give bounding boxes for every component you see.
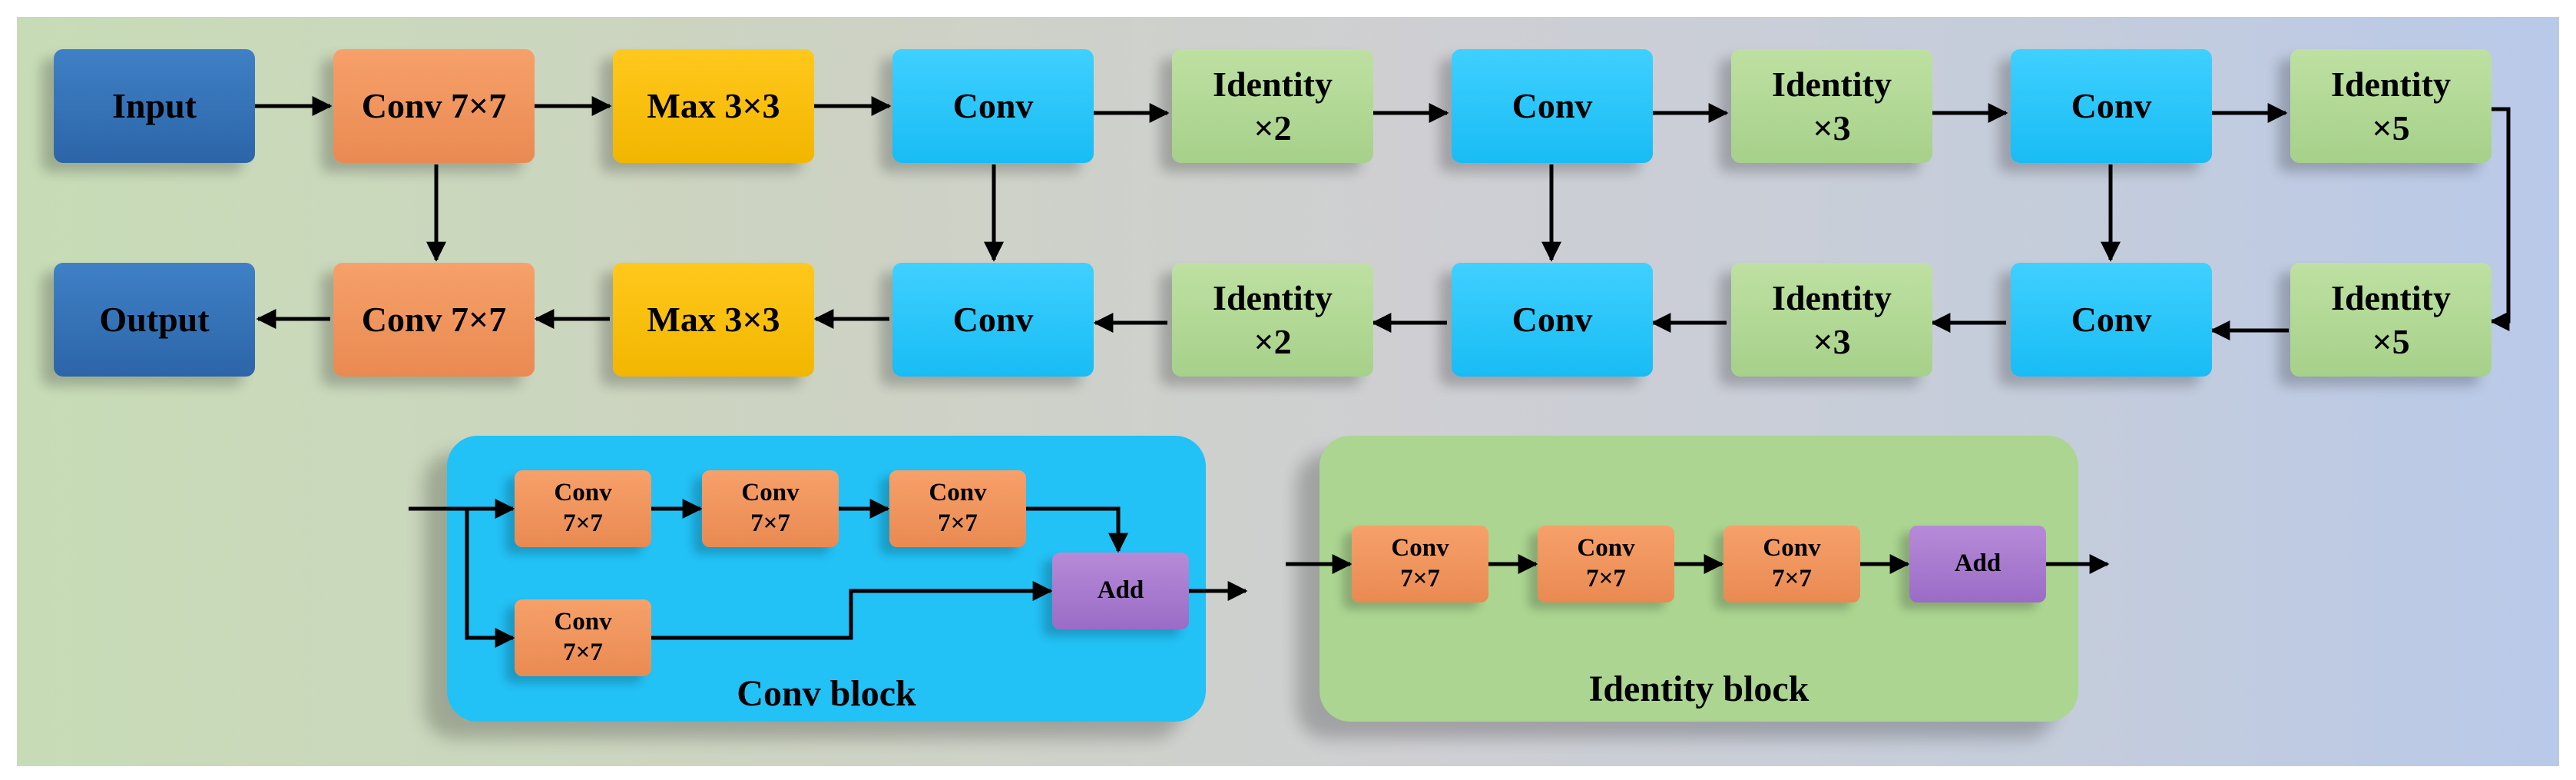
identity-block-conv-1-line2: 7×7 [1400, 565, 1440, 592]
conv-block-conv-shortcut-line2: 7×7 [563, 639, 603, 666]
conv7x7-top-node: Conv 7×7 [333, 49, 535, 163]
identity-top-node-1: Identity ×2 [1172, 49, 1373, 163]
cb-arrow-3-add [1026, 506, 1128, 553]
conv7x7-bottom-node: Conv 7×7 [333, 263, 535, 377]
conv-block-conv-shortcut: Conv 7×7 [515, 599, 651, 676]
conv-block-conv-shortcut-line1: Conv [554, 608, 612, 636]
output-node: Output [54, 263, 255, 377]
cb-shortcut-down [465, 509, 515, 648]
conv-top-label-2: Conv [1511, 86, 1593, 126]
identity-top-line2-2: ×3 [1813, 108, 1851, 148]
identity-block-conv-1: Conv 7×7 [1352, 526, 1488, 602]
identity-block-conv-3-line2: 7×7 [1772, 565, 1812, 592]
identity-block-conv-1-line1: Conv [1391, 534, 1449, 563]
identity-bottom-line1-1: Identity [1213, 277, 1333, 317]
identity-block-add: Add [1909, 526, 2046, 602]
identity-bottom-node-1: Identity ×2 [1172, 263, 1373, 377]
maxpool-top-label: Max 3×3 [647, 86, 780, 126]
maxpool-bottom-node: Max 3×3 [613, 263, 814, 377]
identity-block-conv-3: Conv 7×7 [1723, 526, 1860, 602]
identity-top-line1-3: Identity [2331, 64, 2451, 104]
maxpool-bottom-label: Max 3×3 [647, 300, 780, 340]
conv-top-node-2: Conv [1452, 49, 1653, 163]
conv-block-title: Conv block [737, 673, 916, 714]
identity-block-conv-2: Conv 7×7 [1538, 526, 1674, 602]
conv-block-conv-3: Conv 7×7 [889, 470, 1026, 547]
identity-block-conv-3-line1: Conv [1763, 534, 1821, 563]
conv-bottom-node-2: Conv [1452, 263, 1653, 377]
conv-top-node-3: Conv [2011, 49, 2212, 163]
conv-block-conv-3-line1: Conv [929, 479, 987, 507]
conv-bottom-label-3: Conv [2071, 300, 2152, 340]
conv-block-conv-2-line2: 7×7 [750, 509, 790, 537]
identity-block-conv-2-line2: 7×7 [1586, 565, 1626, 592]
identity-block-add-label: Add [1954, 549, 2002, 578]
output-label: Output [99, 300, 210, 340]
conv-bottom-label-2: Conv [1511, 300, 1593, 340]
conv-block-conv-1: Conv 7×7 [515, 470, 651, 547]
maxpool-top-node: Max 3×3 [613, 49, 814, 163]
identity-top-node-2: Identity ×3 [1731, 49, 1932, 163]
conv-block-add-label: Add [1097, 576, 1144, 605]
arrow-wrap-right [2488, 107, 2511, 331]
identity-bottom-line1-2: Identity [1772, 277, 1892, 317]
identity-bottom-line2-1: ×2 [1253, 322, 1292, 361]
conv-block-conv-1-line2: 7×7 [563, 509, 603, 537]
input-label: Input [112, 86, 197, 126]
cb-arrow-shortcut-add [651, 581, 1053, 640]
identity-bottom-line1-3: Identity [2331, 277, 2451, 317]
conv-bottom-node-3: Conv [2011, 263, 2212, 377]
identity-bottom-line2-2: ×3 [1813, 322, 1851, 361]
conv7x7-bottom-label: Conv 7×7 [361, 300, 507, 340]
conv-block-conv-3-line2: 7×7 [938, 509, 978, 537]
conv-bottom-node-1: Conv [892, 263, 1094, 377]
identity-bottom-node-3: Identity ×5 [2290, 263, 2492, 377]
conv-top-node-1: Conv [892, 49, 1094, 163]
conv-top-label-3: Conv [2071, 86, 2152, 126]
identity-top-line2-3: ×5 [2372, 108, 2410, 148]
identity-bottom-line2-3: ×5 [2372, 322, 2410, 361]
identity-block-title: Identity block [1588, 669, 1809, 709]
identity-top-line1-1: Identity [1213, 64, 1333, 104]
conv-block-conv-1-line1: Conv [554, 479, 612, 507]
conv-top-label-1: Conv [952, 86, 1034, 126]
identity-top-line1-2: Identity [1772, 64, 1892, 104]
conv-bottom-label-1: Conv [952, 300, 1034, 340]
identity-top-node-3: Identity ×5 [2290, 49, 2492, 163]
conv-block-conv-2-line1: Conv [741, 479, 800, 507]
identity-block-conv-2-line1: Conv [1577, 534, 1635, 563]
identity-bottom-node-2: Identity ×3 [1731, 263, 1932, 377]
input-node: Input [54, 49, 255, 163]
identity-top-line2-1: ×2 [1253, 108, 1292, 148]
conv-block-add: Add [1052, 553, 1189, 629]
conv7x7-top-label: Conv 7×7 [361, 86, 507, 126]
connection-arrows [255, 96, 2511, 648]
diagram-canvas: Conv block Identity block [17, 17, 2559, 766]
conv-block-conv-2: Conv 7×7 [702, 470, 839, 547]
